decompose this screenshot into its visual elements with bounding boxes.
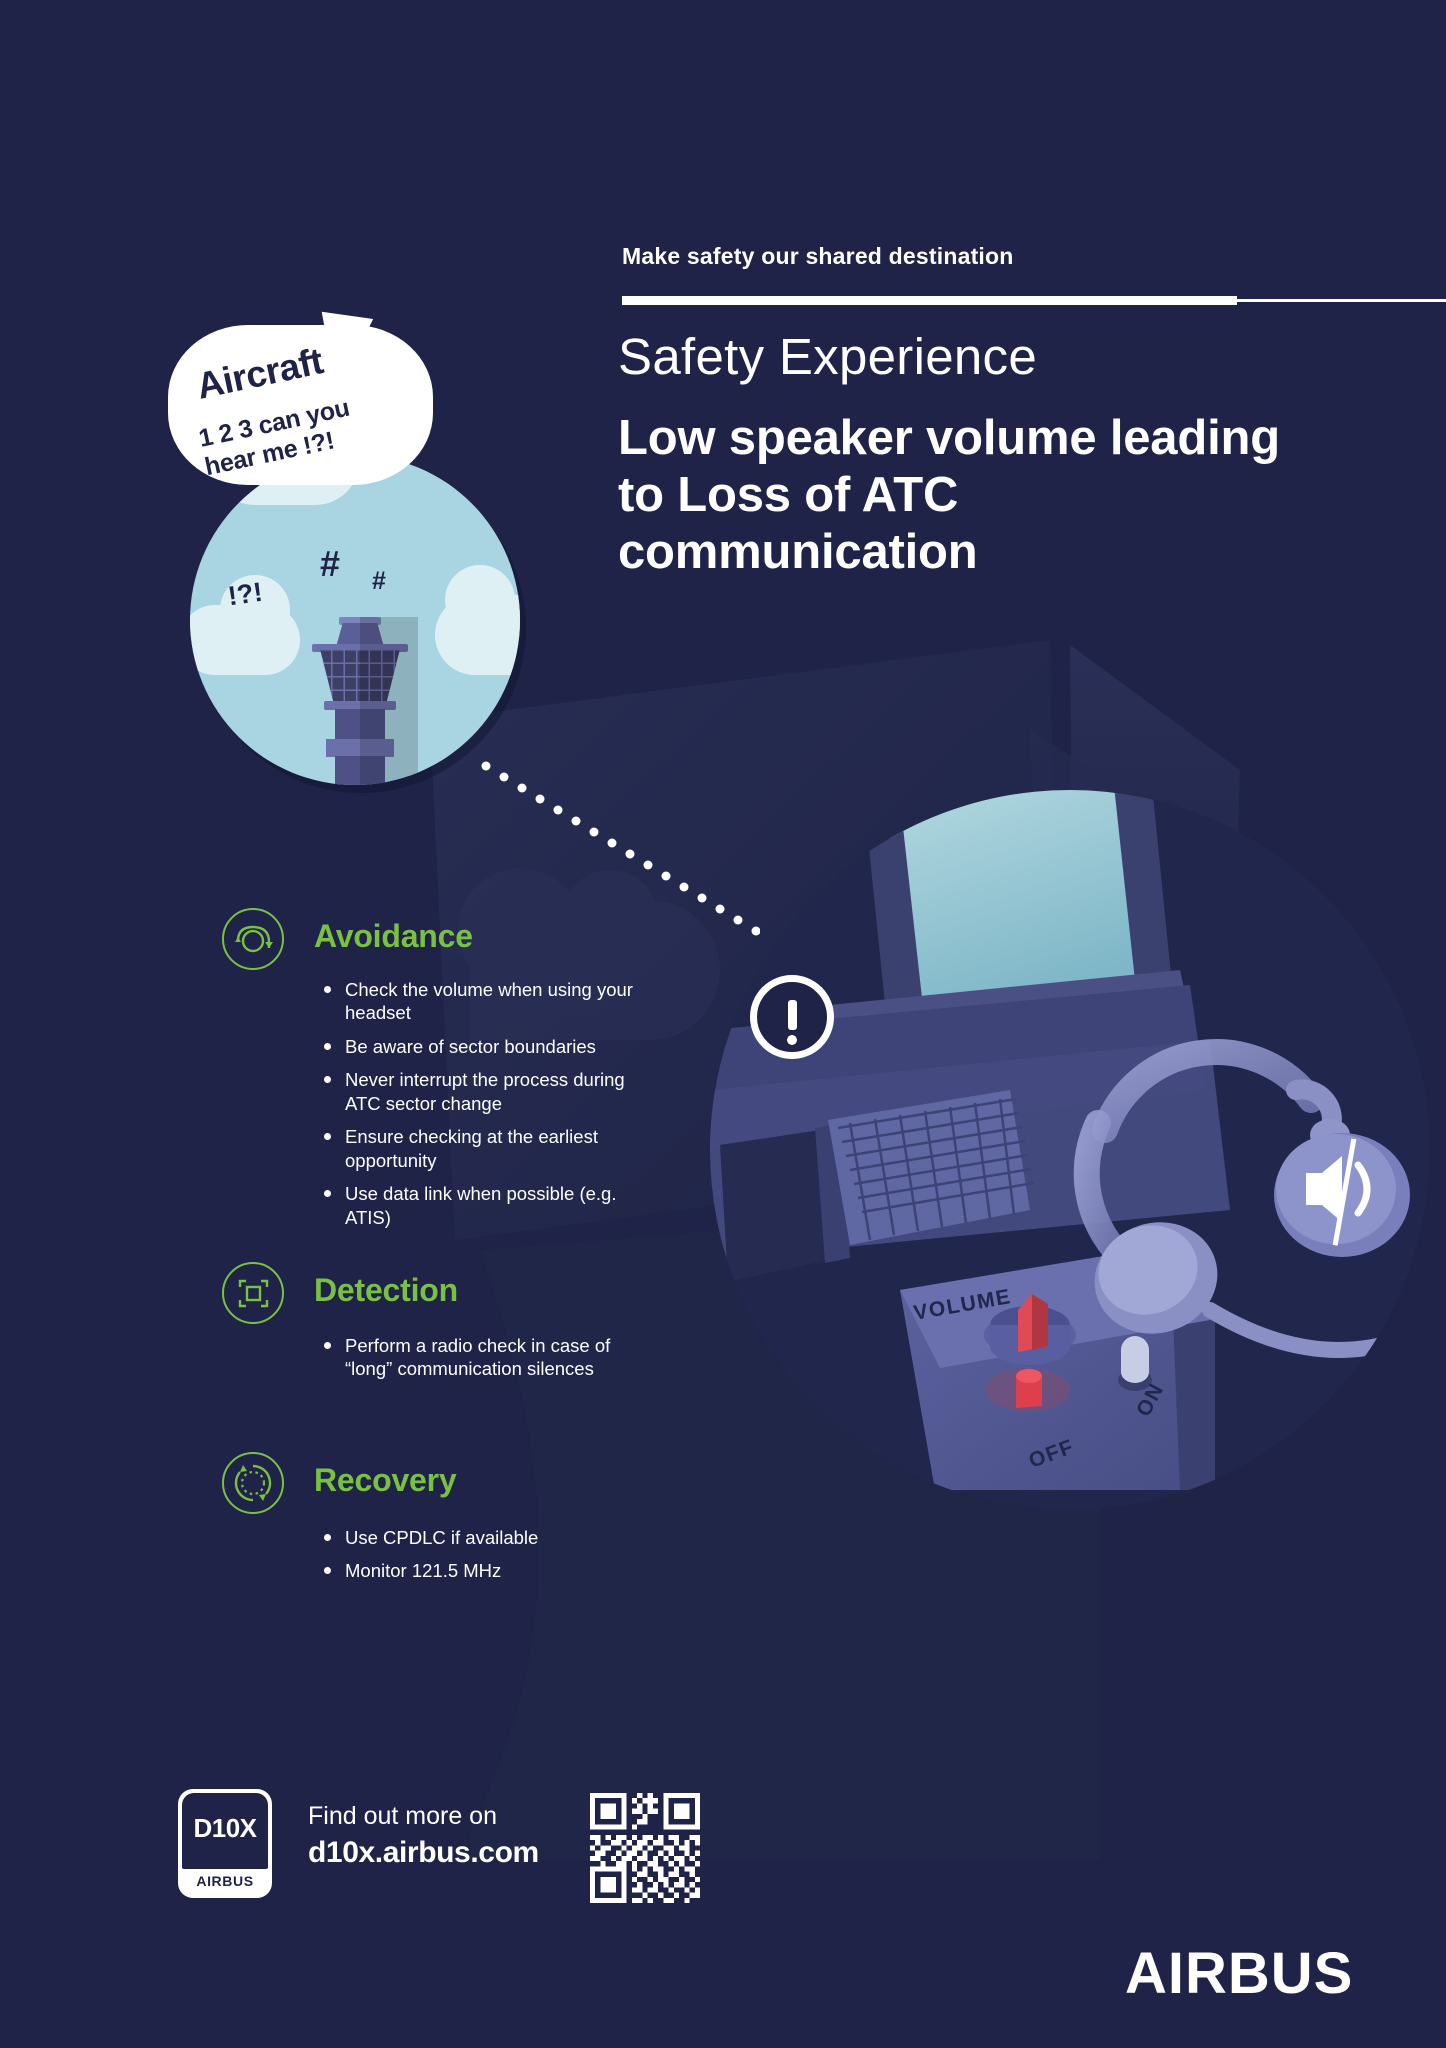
exclamation-dot-icon	[787, 1035, 797, 1045]
header-rule-thick	[622, 296, 1237, 305]
recovery-bullet-list: Use CPDLC if available Monitor 121.5 MHz	[320, 1526, 538, 1593]
list-item: Perform a radio check in case of “long” …	[320, 1334, 642, 1381]
list-item: Never interrupt the process during ATC s…	[320, 1068, 642, 1115]
section-title-detection: Detection	[314, 1272, 458, 1308]
speech-bubble-line1: Aircraft	[193, 340, 327, 407]
list-item: Use CPDLC if available	[320, 1526, 538, 1549]
tower-shape	[302, 613, 418, 785]
section-detection: Detection Perform a radio check in case …	[222, 1262, 642, 1379]
exclamation-icon	[787, 1000, 797, 1030]
section-avoidance: Avoidance Check the volume when using yo…	[222, 908, 642, 1228]
list-item: Be aware of sector boundaries	[320, 1035, 642, 1058]
recovery-refresh-icon	[222, 1452, 284, 1514]
cockpit-artwork: VOLUME ON OFF	[710, 790, 1430, 1510]
dotted-connector	[481, 761, 760, 936]
airbus-logo: AIRBUS	[1125, 1941, 1354, 2006]
tagline: Make safety our shared destination	[622, 243, 1014, 269]
hash-symbol-small: #	[372, 567, 386, 595]
list-item: Monitor 121.5 MHz	[320, 1559, 538, 1582]
header-rule-thin	[1237, 299, 1446, 302]
list-item: Check the volume when using your headset	[320, 978, 642, 1025]
tower-circle: !?! # #	[190, 455, 520, 785]
interrobang-symbol: !?!	[226, 576, 265, 612]
detection-bullet-list: Perform a radio check in case of “long” …	[320, 1334, 642, 1391]
control-tower-illustration: !?! # # Aircraft 1 2 3 can you hear me !…	[168, 311, 540, 805]
cockpit-illustration: VOLUME ON OFF	[710, 790, 1430, 1550]
speech-bubble: Aircraft 1 2 3 can you hear me !?!	[168, 311, 433, 485]
d10x-airbus-label: AIRBUS	[196, 1873, 254, 1889]
scene-circle: VOLUME ON OFF	[710, 790, 1430, 1510]
cloud-icon	[220, 575, 290, 645]
section-title-recovery: Recovery	[314, 1462, 457, 1498]
avoidance-bullet-list: Check the volume when using your headset…	[320, 978, 642, 1239]
d10x-label: D10X	[193, 1813, 257, 1843]
d10x-badge-top: D10X	[182, 1793, 268, 1869]
d10x-badge[interactable]: D10X AIRBUS	[178, 1789, 272, 1898]
series-title: Safety Experience	[618, 328, 1038, 385]
section-title-avoidance: Avoidance	[314, 918, 473, 954]
section-recovery: Recovery Use CPDLC if available Monitor …	[222, 1452, 642, 1581]
warning-badge	[750, 975, 834, 1059]
avoidance-loop-icon	[222, 908, 284, 970]
qr-code[interactable]	[590, 1793, 700, 1903]
find-out-more-label: Find out more on	[308, 1802, 497, 1830]
website-url[interactable]: d10x.airbus.com	[308, 1836, 539, 1869]
page-title: Low speaker volume leading to Loss of AT…	[618, 411, 1280, 579]
list-item: Use data link when possible (e.g. ATIS)	[320, 1182, 642, 1229]
detection-focus-icon	[222, 1262, 284, 1324]
list-item: Ensure checking at the earliest opportun…	[320, 1125, 642, 1172]
cloud-icon	[445, 565, 515, 635]
hash-symbol-large: #	[320, 543, 341, 584]
